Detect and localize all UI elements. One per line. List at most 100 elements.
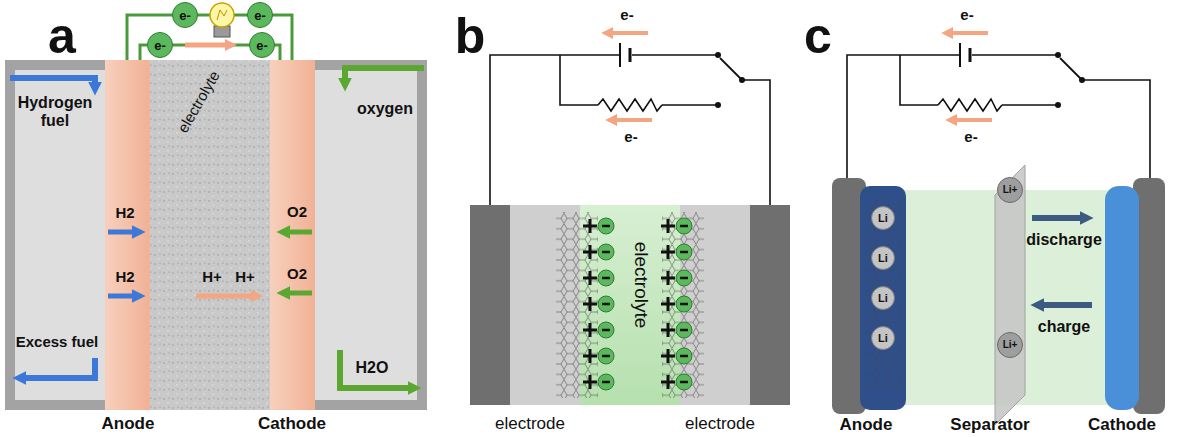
drawing-part — [10, 78, 95, 90]
node-text: Li — [878, 293, 888, 304]
drawing-part — [583, 271, 597, 285]
lithium-atom: Li — [871, 246, 895, 270]
drawing-part — [1079, 77, 1085, 83]
drawing-part — [680, 303, 688, 306]
drawing-part — [185, 43, 232, 48]
drawing-part — [676, 218, 692, 234]
supercapacitor — [470, 33, 790, 405]
drawing-part — [1032, 215, 1088, 221]
electron-circle: e- — [247, 2, 273, 28]
panel-letter: c — [804, 9, 832, 64]
drawing-part — [866, 200, 902, 390]
fuel-cell — [5, 3, 427, 410]
gas-label: O2 — [287, 266, 307, 283]
drawing-part — [715, 52, 721, 58]
outlet-label: H2O — [356, 359, 389, 377]
drawing-part — [847, 55, 1150, 178]
ion-label: H+ — [202, 269, 222, 286]
drawing-part — [598, 218, 614, 234]
drawing-part — [680, 381, 688, 384]
drawing-part — [602, 251, 610, 254]
drawing-part — [661, 219, 675, 233]
drawing-part — [676, 270, 692, 286]
drawing-part — [661, 245, 675, 259]
lithium-atom: Li — [871, 206, 895, 230]
node-text: Li — [878, 253, 888, 264]
process-label: charge — [1038, 318, 1090, 336]
node-text: Li — [878, 213, 888, 224]
drawing-part — [602, 329, 610, 332]
drawing-part — [995, 165, 1025, 425]
drawing-part — [662, 212, 704, 398]
electron-label: e- — [624, 129, 637, 146]
lithium-atom: Li — [871, 326, 895, 350]
node-text: e- — [256, 39, 268, 52]
drawing-part — [5, 60, 105, 410]
drawing-part — [661, 271, 675, 285]
electrolyte-label: electrolyte — [631, 242, 652, 329]
node-text: e- — [154, 39, 166, 52]
drawing-part — [602, 303, 610, 306]
lithium-ion-battery — [832, 33, 1165, 425]
electrode-label: electrode — [685, 415, 755, 434]
drawing-part — [345, 68, 424, 86]
drawing-part — [583, 219, 597, 233]
drawing-part — [583, 349, 597, 363]
lithium-atom: Li — [871, 286, 895, 310]
electrode-label: Anode — [102, 415, 155, 434]
electron-label: e- — [964, 129, 977, 146]
drawing-part — [619, 43, 621, 67]
node-text: Li — [878, 333, 888, 344]
electrode-label: Cathode — [258, 415, 326, 434]
process-label: discharge — [1026, 231, 1102, 249]
outlet-label: Excess fuel — [16, 334, 99, 351]
drawing-part — [680, 225, 688, 228]
separator-label: Separator — [950, 416, 1029, 435]
drawing-part — [739, 77, 745, 83]
drawing-part — [108, 294, 140, 299]
drawing-part — [105, 60, 150, 410]
drawing-part — [15, 70, 105, 400]
drawing-part — [598, 270, 614, 286]
drawing-part — [969, 48, 972, 62]
drawing-part — [860, 186, 906, 410]
drawing-part — [610, 118, 652, 122]
drawing-part — [1060, 58, 1082, 80]
drawing-part — [950, 118, 992, 122]
lithium-ion: Li+ — [997, 332, 1023, 358]
drawing-part — [661, 349, 675, 363]
node-text: e- — [179, 9, 191, 22]
drawing-part — [583, 245, 597, 259]
ion-pairs — [583, 218, 692, 390]
electron-circle: e- — [249, 32, 275, 58]
drawing-part — [629, 48, 632, 62]
drawing-part — [606, 31, 648, 35]
drawing-part — [602, 225, 610, 228]
drawing-part — [602, 277, 610, 280]
drawing-part — [217, 10, 227, 20]
drawing-part — [583, 297, 597, 311]
drawing-part — [1036, 302, 1092, 308]
drawing-part — [598, 374, 614, 390]
drawing-part — [598, 99, 662, 111]
drawing-part — [862, 190, 1122, 405]
gas-label: H2 — [115, 269, 134, 286]
drawing-part — [598, 244, 614, 260]
drawing-part — [676, 374, 692, 390]
drawing-part — [680, 329, 688, 332]
drawing-part — [720, 58, 742, 80]
drawing-part — [196, 294, 258, 299]
drawing-part — [676, 296, 692, 312]
electron-circle: e- — [147, 32, 173, 58]
drawing-part — [270, 60, 315, 410]
node-text: Li+ — [1003, 340, 1018, 350]
drawing-part — [470, 205, 510, 405]
drawing-part — [680, 355, 688, 358]
gas-label: O2 — [287, 204, 307, 221]
electron-label: e- — [620, 7, 633, 24]
panel-letter: b — [455, 9, 486, 64]
drawing-part — [490, 55, 770, 205]
drawing-part — [661, 323, 675, 337]
node-text: Li+ — [1003, 185, 1018, 195]
